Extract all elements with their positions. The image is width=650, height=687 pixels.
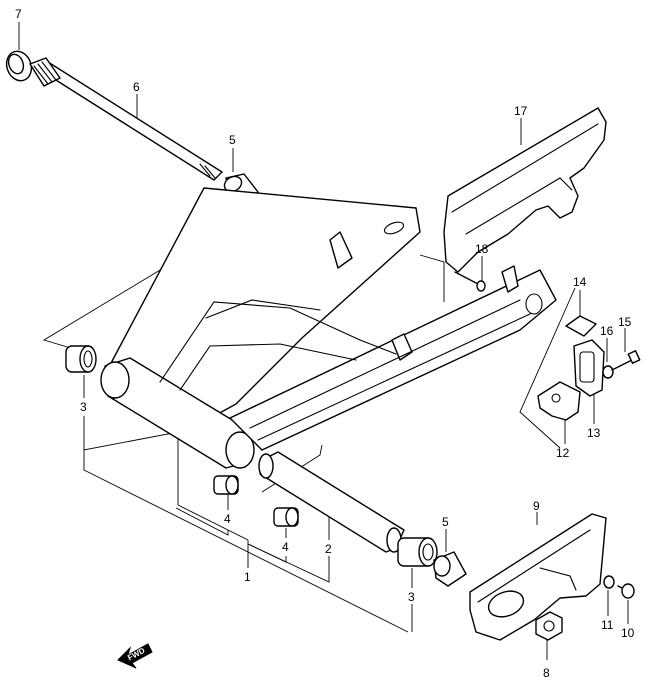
part-7-axle-nut [5, 50, 33, 82]
part-9-chain-guard [469, 513, 607, 641]
part-13-adjuster-plate [573, 339, 605, 397]
callout-5-top: 5 [229, 133, 236, 147]
part-3-bearing-top [65, 345, 97, 373]
part-5-collar-lower [433, 551, 467, 587]
part-3-bearing-lower [397, 537, 438, 567]
part-15-adjuster-bolt [611, 350, 641, 371]
callout-17: 17 [514, 104, 528, 118]
callout-16: 16 [600, 324, 614, 338]
callout-1: 1 [244, 570, 251, 584]
part-2-sleeve [258, 451, 405, 553]
part-4-bushing-upper [213, 475, 239, 495]
part-4-bushing-lower [273, 507, 299, 527]
part-17-chain-case [443, 107, 607, 273]
callout-10: 10 [621, 626, 635, 640]
callout-6: 6 [133, 80, 140, 94]
part-12-chain-adjuster [537, 381, 581, 421]
part-6-pivot-shaft [29, 57, 223, 181]
callout-numbers: 7 6 5 17 18 3 4 4 2 1 3 5 9 8 11 10 12 1… [15, 7, 635, 680]
callout-7: 7 [15, 7, 22, 21]
part-18-bolt [454, 271, 486, 292]
callout-4-upper: 4 [224, 512, 231, 526]
callout-4-lower: 4 [282, 540, 289, 554]
callout-9: 9 [533, 499, 540, 513]
callout-14: 14 [573, 275, 587, 289]
callout-11: 11 [601, 618, 614, 632]
part-16-washer [602, 365, 614, 379]
callout-3-top: 3 [80, 400, 87, 414]
fwd-arrow-icon: FWD [117, 643, 153, 669]
part-10-screw [617, 583, 635, 599]
part-1-swingarm [100, 187, 557, 469]
callout-15: 15 [618, 315, 632, 329]
callout-3-lower: 3 [408, 590, 415, 604]
callout-8: 8 [543, 666, 550, 680]
callout-5-lower: 5 [442, 515, 449, 529]
callout-12: 12 [556, 446, 570, 460]
part-14-spacer [565, 315, 597, 337]
part-8-nut [535, 611, 563, 641]
callout-13: 13 [587, 426, 601, 440]
part-11-washer [603, 575, 615, 589]
callout-18: 18 [475, 242, 489, 256]
callout-2: 2 [325, 542, 332, 556]
